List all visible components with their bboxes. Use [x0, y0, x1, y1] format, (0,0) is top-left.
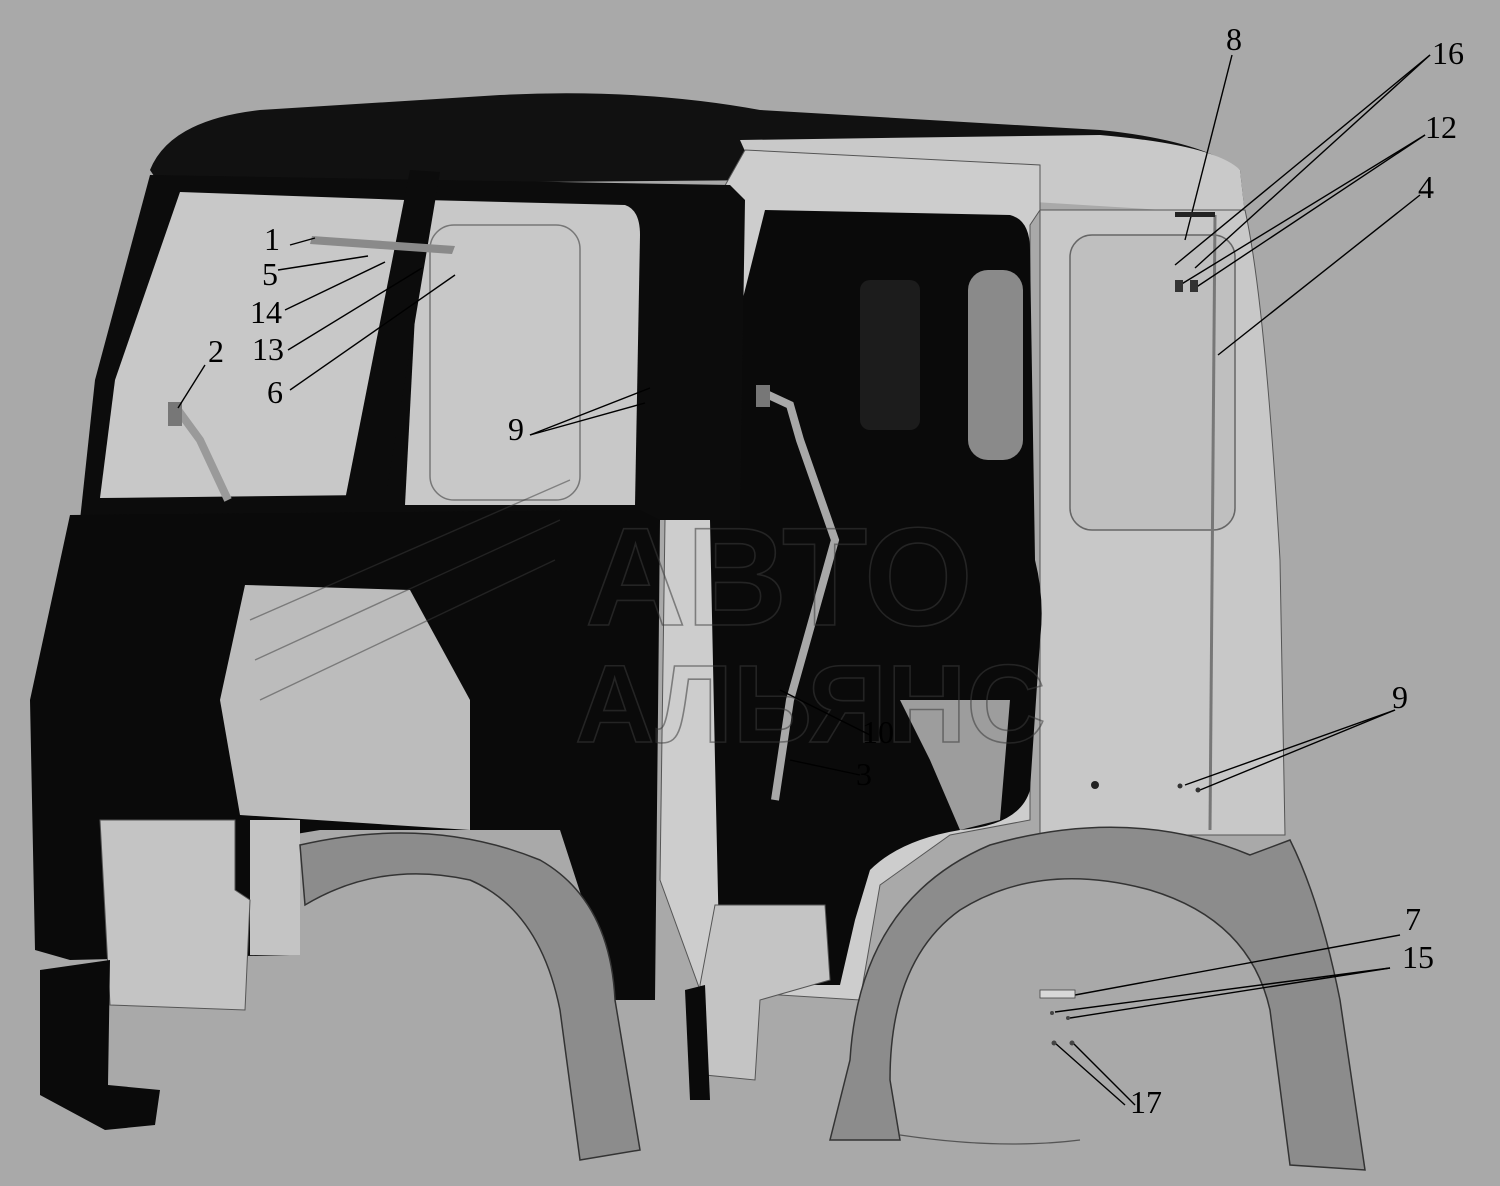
- leader-16-1: [1174, 54, 1431, 266]
- callout-10: 10: [862, 714, 894, 750]
- leader-12-2: [1194, 134, 1426, 289]
- leader-15-2: [1069, 967, 1391, 1019]
- leader-9b-1: [1184, 709, 1396, 786]
- leader-17-2: [1072, 1042, 1136, 1106]
- door-opening-inner-panel: [900, 700, 1010, 830]
- side-hole: [1091, 781, 1099, 789]
- watermark: АВТО АЛЬЯНС: [249, 479, 1047, 767]
- sun-visor-bar: [310, 236, 455, 254]
- leader-5: [277, 255, 369, 271]
- part-15b: [1066, 1016, 1070, 1020]
- leader-12-1: [1179, 134, 1426, 286]
- callout-17: 17: [1130, 1084, 1162, 1120]
- callout-6: 6: [267, 374, 283, 410]
- leader-9a-1: [529, 387, 651, 436]
- fenders: [299, 826, 1366, 1171]
- leader-9a-2: [529, 402, 646, 436]
- callout-16: 16: [1432, 35, 1464, 71]
- fender-edge: [899, 1134, 1081, 1145]
- dash-light-panel: [220, 585, 470, 830]
- leader-9b-2: [1199, 709, 1396, 791]
- callout-5: 5: [262, 256, 278, 292]
- rear-window: [1069, 234, 1236, 531]
- handrail-left: [174, 407, 232, 502]
- rear-inner-window: [968, 270, 1023, 460]
- callout-3: 3: [856, 756, 872, 792]
- leader-16-2: [1194, 54, 1431, 269]
- callout-9-right: 9: [1392, 679, 1408, 715]
- leader-7: [1074, 934, 1401, 996]
- callout-13: 13: [252, 331, 284, 367]
- middle-lower-black: [685, 985, 710, 1100]
- leader-1: [289, 237, 316, 246]
- leader-6: [289, 274, 456, 391]
- callout-8: 8: [1226, 21, 1242, 57]
- leader-8: [1184, 54, 1233, 241]
- callout-2: 2: [208, 333, 224, 369]
- part-15a: [1050, 1011, 1054, 1015]
- watermark-line1: АВТО: [585, 498, 973, 655]
- part-17b: [1069, 1040, 1075, 1046]
- leader-3: [789, 759, 861, 776]
- handrail-right: [760, 388, 840, 801]
- inner-panel: [860, 280, 920, 430]
- callout-15: 15: [1402, 939, 1434, 975]
- callout-7: 7: [1405, 901, 1421, 937]
- rear-fender: [829, 826, 1366, 1171]
- callout-12: 12: [1425, 109, 1457, 145]
- watermark-logo-lines: [249, 479, 571, 701]
- part-12a: [1175, 280, 1183, 292]
- part-17a: [1051, 1040, 1057, 1046]
- leader-4: [1217, 194, 1421, 356]
- door-inner-light: [250, 820, 300, 955]
- windshield-pillar: [345, 170, 440, 500]
- callout-4: 4: [1418, 169, 1434, 205]
- leader-17-1: [1054, 1042, 1126, 1106]
- part-9b-a: [1177, 783, 1183, 789]
- leader-13: [287, 267, 423, 351]
- rear-seal: [1208, 214, 1217, 831]
- front-fender: [299, 832, 641, 1161]
- leader-10: [779, 689, 871, 736]
- front-step: [99, 819, 251, 1011]
- part-12b: [1190, 280, 1198, 292]
- handrails: [168, 236, 840, 801]
- part-8: [1175, 212, 1215, 217]
- callout-1: 1: [264, 221, 280, 257]
- callout-labels: 1 5 14 13 6 2 9 10 3 8 16 12 4 9 7 15 17: [208, 21, 1464, 1120]
- leader-15-1: [1054, 967, 1391, 1013]
- front-mudflap: [40, 960, 160, 1130]
- leader-2: [177, 364, 206, 409]
- window-seal: [429, 224, 581, 501]
- leader-lines: [177, 54, 1431, 1106]
- part-9b-b: [1195, 787, 1201, 793]
- part-7: [1039, 989, 1076, 999]
- callout-9-left: 9: [508, 411, 524, 447]
- leader-14: [284, 261, 386, 311]
- side-window-front: [405, 200, 640, 505]
- handrail-right-bracket: [756, 385, 770, 407]
- callout-14: 14: [250, 294, 282, 330]
- small-parts: [1039, 212, 1215, 1046]
